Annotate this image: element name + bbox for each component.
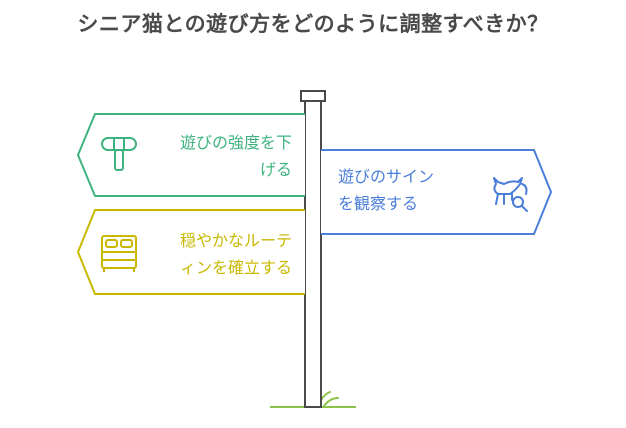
diagram-title: シニア猫との遊び方をどのように調整すべきか？: [77, 12, 549, 36]
sign-blue: [321, 149, 552, 235]
sign-label-line: 遊びのサイン: [338, 167, 435, 186]
sign-label-line: げる: [259, 160, 292, 179]
sign-label-observe-signs: 遊びのサイン を観察する: [338, 163, 488, 217]
sign-label-line: ィンを確立する: [179, 258, 292, 277]
cat-magnifier-icon: [493, 177, 528, 212]
sign-yellow: [77, 209, 305, 295]
toy-hammer-icon: [101, 137, 137, 171]
sign-label-line: 遊びの強度を下: [179, 133, 292, 152]
sign-label-reduce-intensity: 遊びの強度を下 げる: [150, 129, 292, 183]
sign-green: [77, 113, 305, 197]
sign-label-calm-routine: 穏やかなルーテ ィンを確立する: [150, 227, 292, 281]
sign-label-line: 穏やかなルーテ: [179, 231, 292, 250]
bed-icon: [101, 235, 137, 272]
sign-label-line: を観察する: [338, 194, 419, 213]
